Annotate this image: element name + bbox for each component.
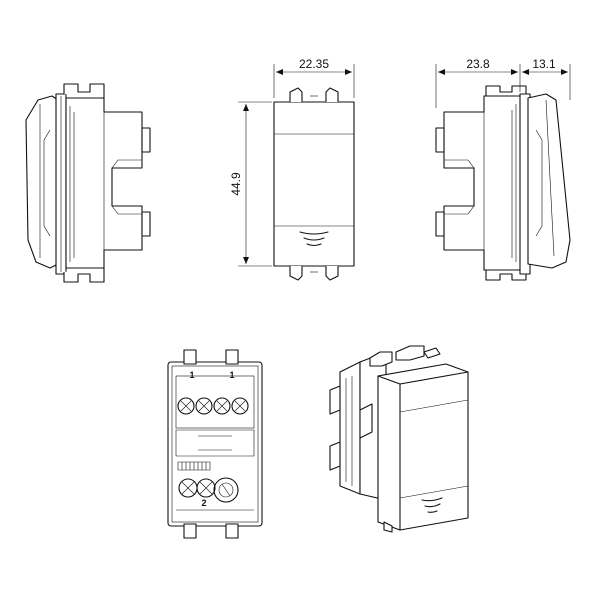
dimension-width [273,64,355,98]
isometric-view [329,345,469,533]
rear-view [167,349,263,539]
dimension-depth-label: 23.8 [466,57,490,71]
dimension-cover-label: 13.1 [532,57,556,71]
terminal-label-bottom: 2 [201,498,206,508]
dimension-depth [435,64,571,108]
dimension-height-label: 44.9 [229,172,243,196]
terminal-label-top-left: 1 [189,370,194,380]
front-view [273,87,355,281]
side-view-left [25,83,151,283]
side-view-right [435,85,571,281]
terminal-label-top-right: 1 [229,370,234,380]
dimension-height [238,101,272,267]
dimension-width-label: 22.35 [299,57,329,71]
